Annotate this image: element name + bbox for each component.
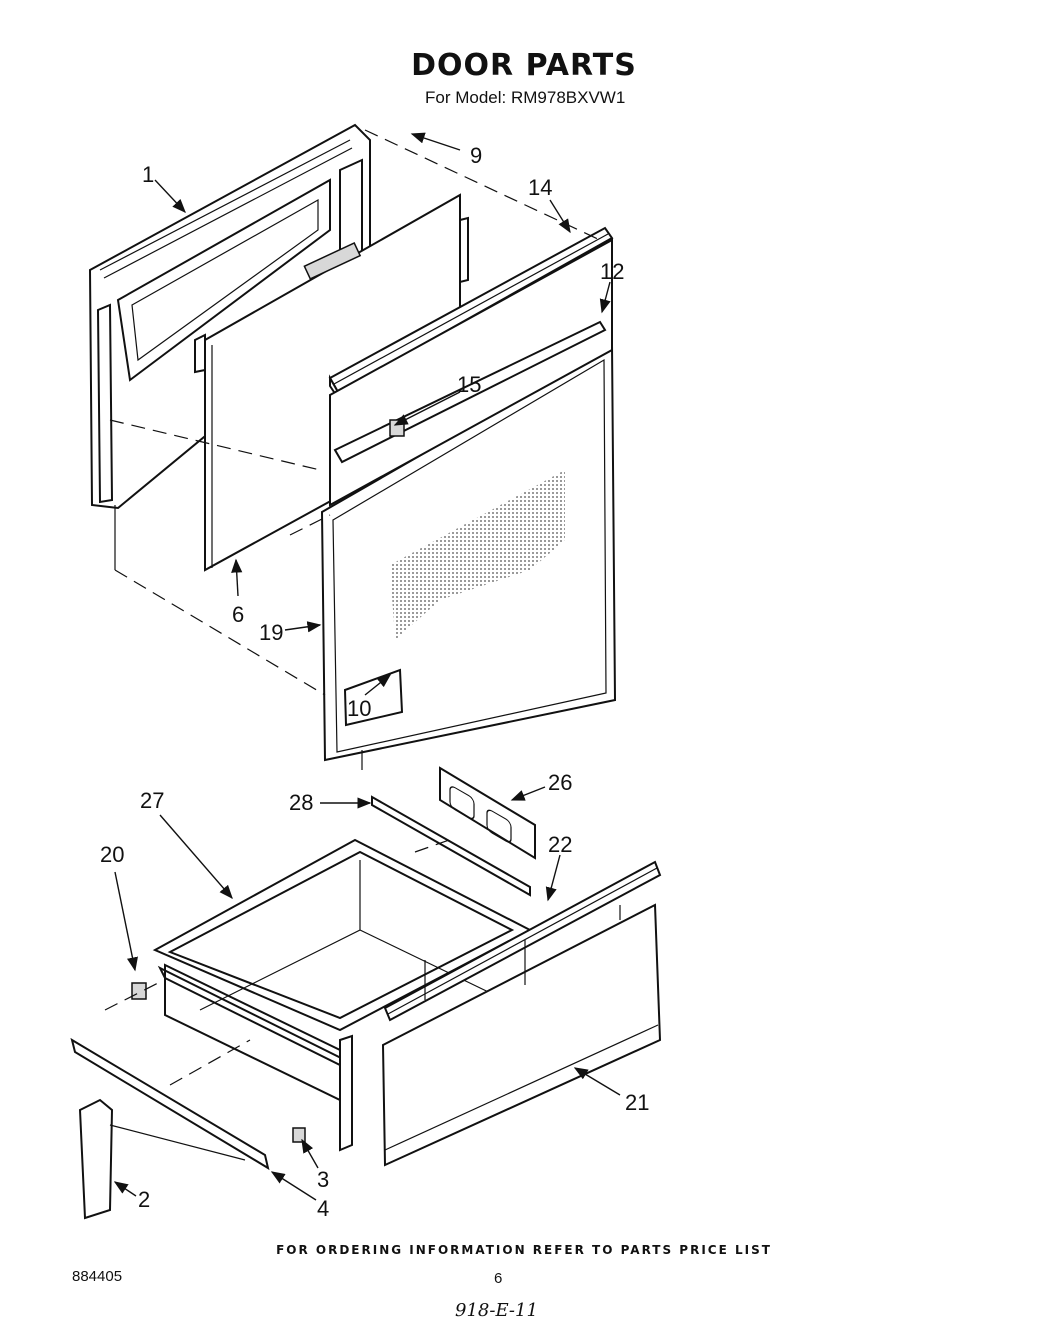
- callout-1: 1: [142, 162, 154, 187]
- callout-22: 22: [548, 832, 572, 857]
- drawer-rail: [371, 795, 531, 897]
- callout-10: 10: [347, 696, 371, 721]
- callout-4: 4: [317, 1196, 329, 1221]
- callout-12: 12: [600, 259, 624, 284]
- callout-19: 19: [259, 620, 283, 645]
- drawer-roller: [131, 982, 147, 1000]
- page-number: 6: [494, 1270, 503, 1287]
- callout-3: 3: [317, 1167, 329, 1192]
- callout-arrows: [113, 132, 621, 1201]
- drawer-front-top-trim: [383, 860, 662, 1022]
- assembly-lines-top: [109, 129, 601, 770]
- callout-26: 26: [548, 770, 572, 795]
- callout-27: 27: [140, 788, 164, 813]
- drawer-side-bracket: [339, 1034, 353, 1152]
- callout-2: 2: [138, 1187, 150, 1212]
- callout-14: 14: [528, 175, 552, 200]
- ordering-note: FOR ORDERING INFORMATION REFER TO PARTS …: [276, 1243, 772, 1257]
- drawer-front-panel: [381, 903, 662, 1167]
- callout-6: 6: [232, 602, 244, 627]
- document-number: 884405: [72, 1268, 123, 1285]
- model-subtitle: For Model: RM978BXVW1: [425, 88, 626, 107]
- callout-21: 21: [625, 1090, 649, 1115]
- callout-15: 15: [457, 372, 481, 397]
- callout-labels: 1 9 14 12 15 6 19 10 27 28 26 20 22 21 3…: [100, 143, 649, 1221]
- drawer-cover-plate: [439, 766, 536, 860]
- page-title: DOOR PARTS: [411, 48, 637, 83]
- callout-9: 9: [470, 143, 482, 168]
- drawer-clip: [292, 1127, 306, 1143]
- drawer-end-cap: [78, 1098, 114, 1220]
- callout-20: 20: [100, 842, 124, 867]
- assembly-lines-bottom: [104, 837, 621, 1161]
- door-inner-channel: [329, 238, 613, 507]
- drawer-slide-rail: [70, 1037, 270, 1171]
- handwritten-note: 918-E-11: [455, 1300, 538, 1321]
- callout-28: 28: [289, 790, 313, 815]
